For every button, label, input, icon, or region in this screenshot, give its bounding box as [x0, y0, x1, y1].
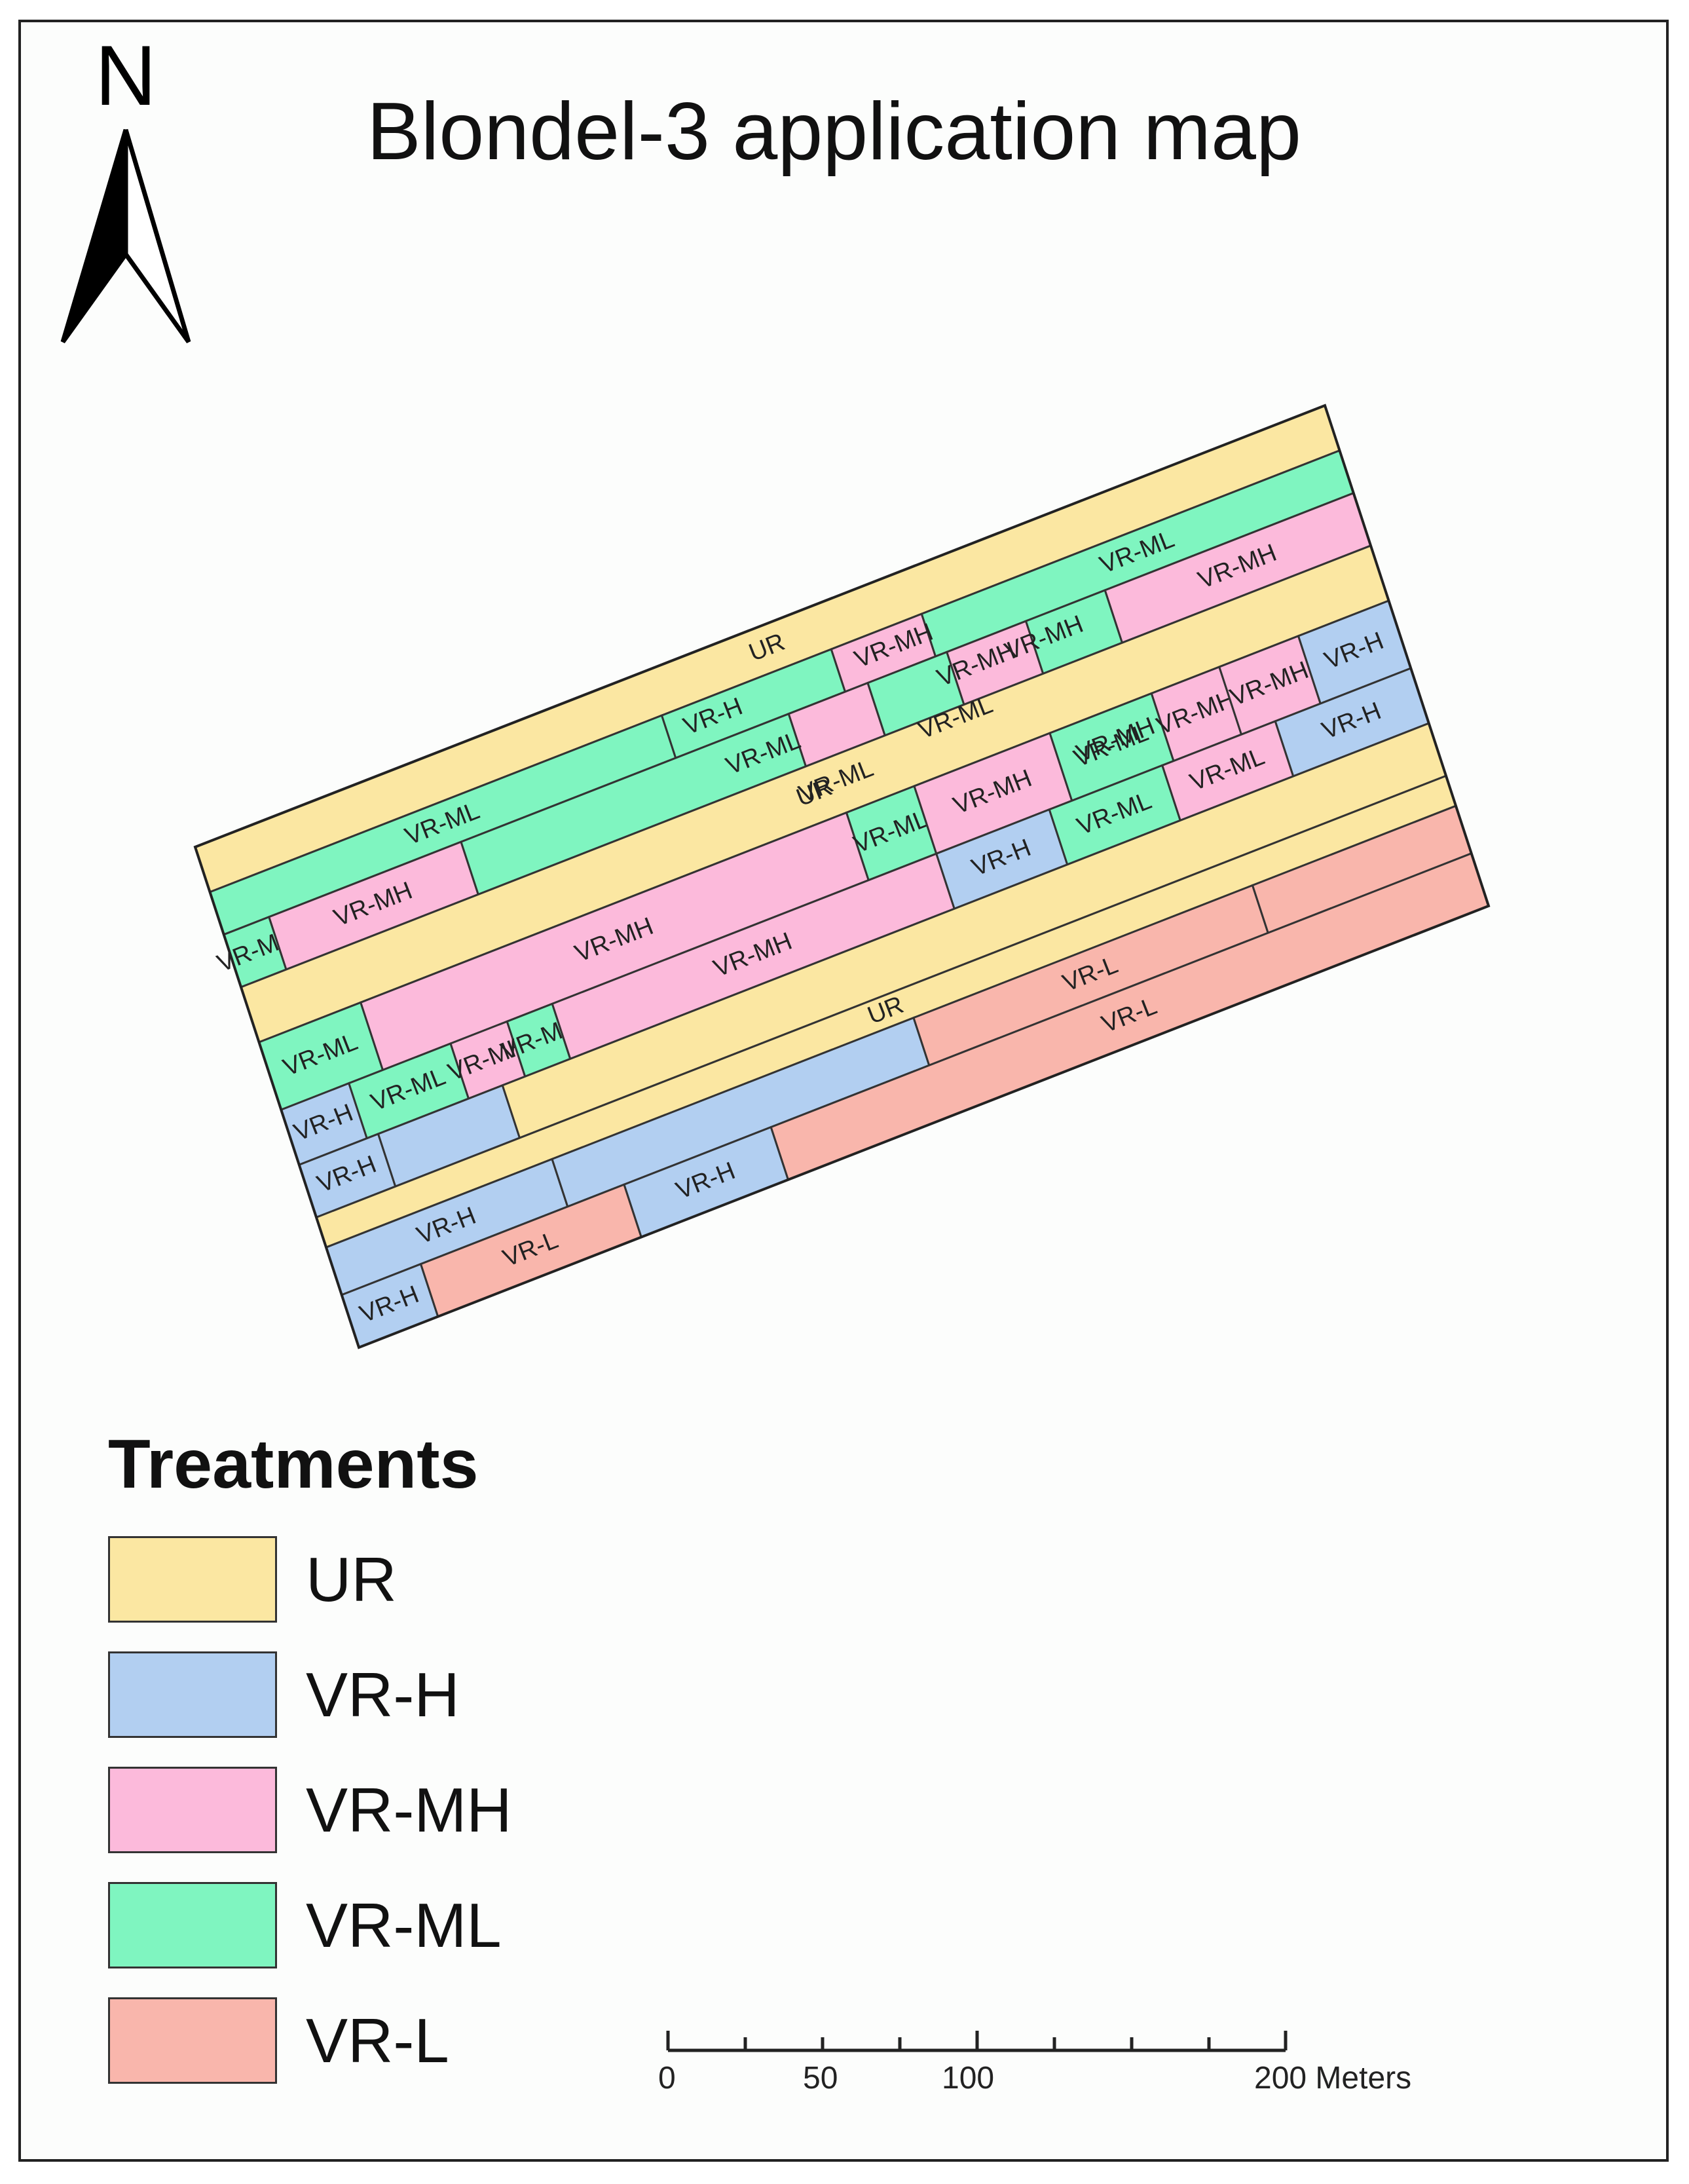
legend-label-ur: UR [306, 1545, 397, 1615]
scale-bar [666, 2031, 1288, 2052]
legend-label-vr-ml: VR-ML [306, 1891, 502, 1961]
legend-swatch-vr-mh [108, 1767, 277, 1853]
legend-swatch-vr-ml [108, 1882, 277, 1968]
legend-title: Treatments [108, 1425, 479, 1503]
legend-label-vr-mh: VR-MH [306, 1775, 512, 1845]
legend-swatch-vr-h [108, 1651, 277, 1738]
scale-label-100: 100 [942, 2061, 995, 2096]
scale-label-200: 200 Meters [1254, 2061, 1412, 2096]
scale-label-0: 0 [658, 2061, 676, 2096]
legend-label-vr-h: VR-H [306, 1660, 460, 1730]
legend-swatch-ur [108, 1536, 277, 1623]
field-plots: URVR-MLVR-MLVR-MLVR-MHVR-MHURVR-MLVR-MHV… [193, 404, 1491, 1349]
north-label: N [95, 28, 157, 123]
map-title: Blondel-3 application map [367, 86, 1301, 177]
legend-swatch-vr-l [108, 1997, 277, 2084]
north-arrow-icon [60, 129, 191, 344]
legend-label-vr-l: VR-L [306, 2006, 449, 2076]
field-boundary [193, 404, 1491, 1349]
scale-label-50: 50 [803, 2061, 838, 2096]
